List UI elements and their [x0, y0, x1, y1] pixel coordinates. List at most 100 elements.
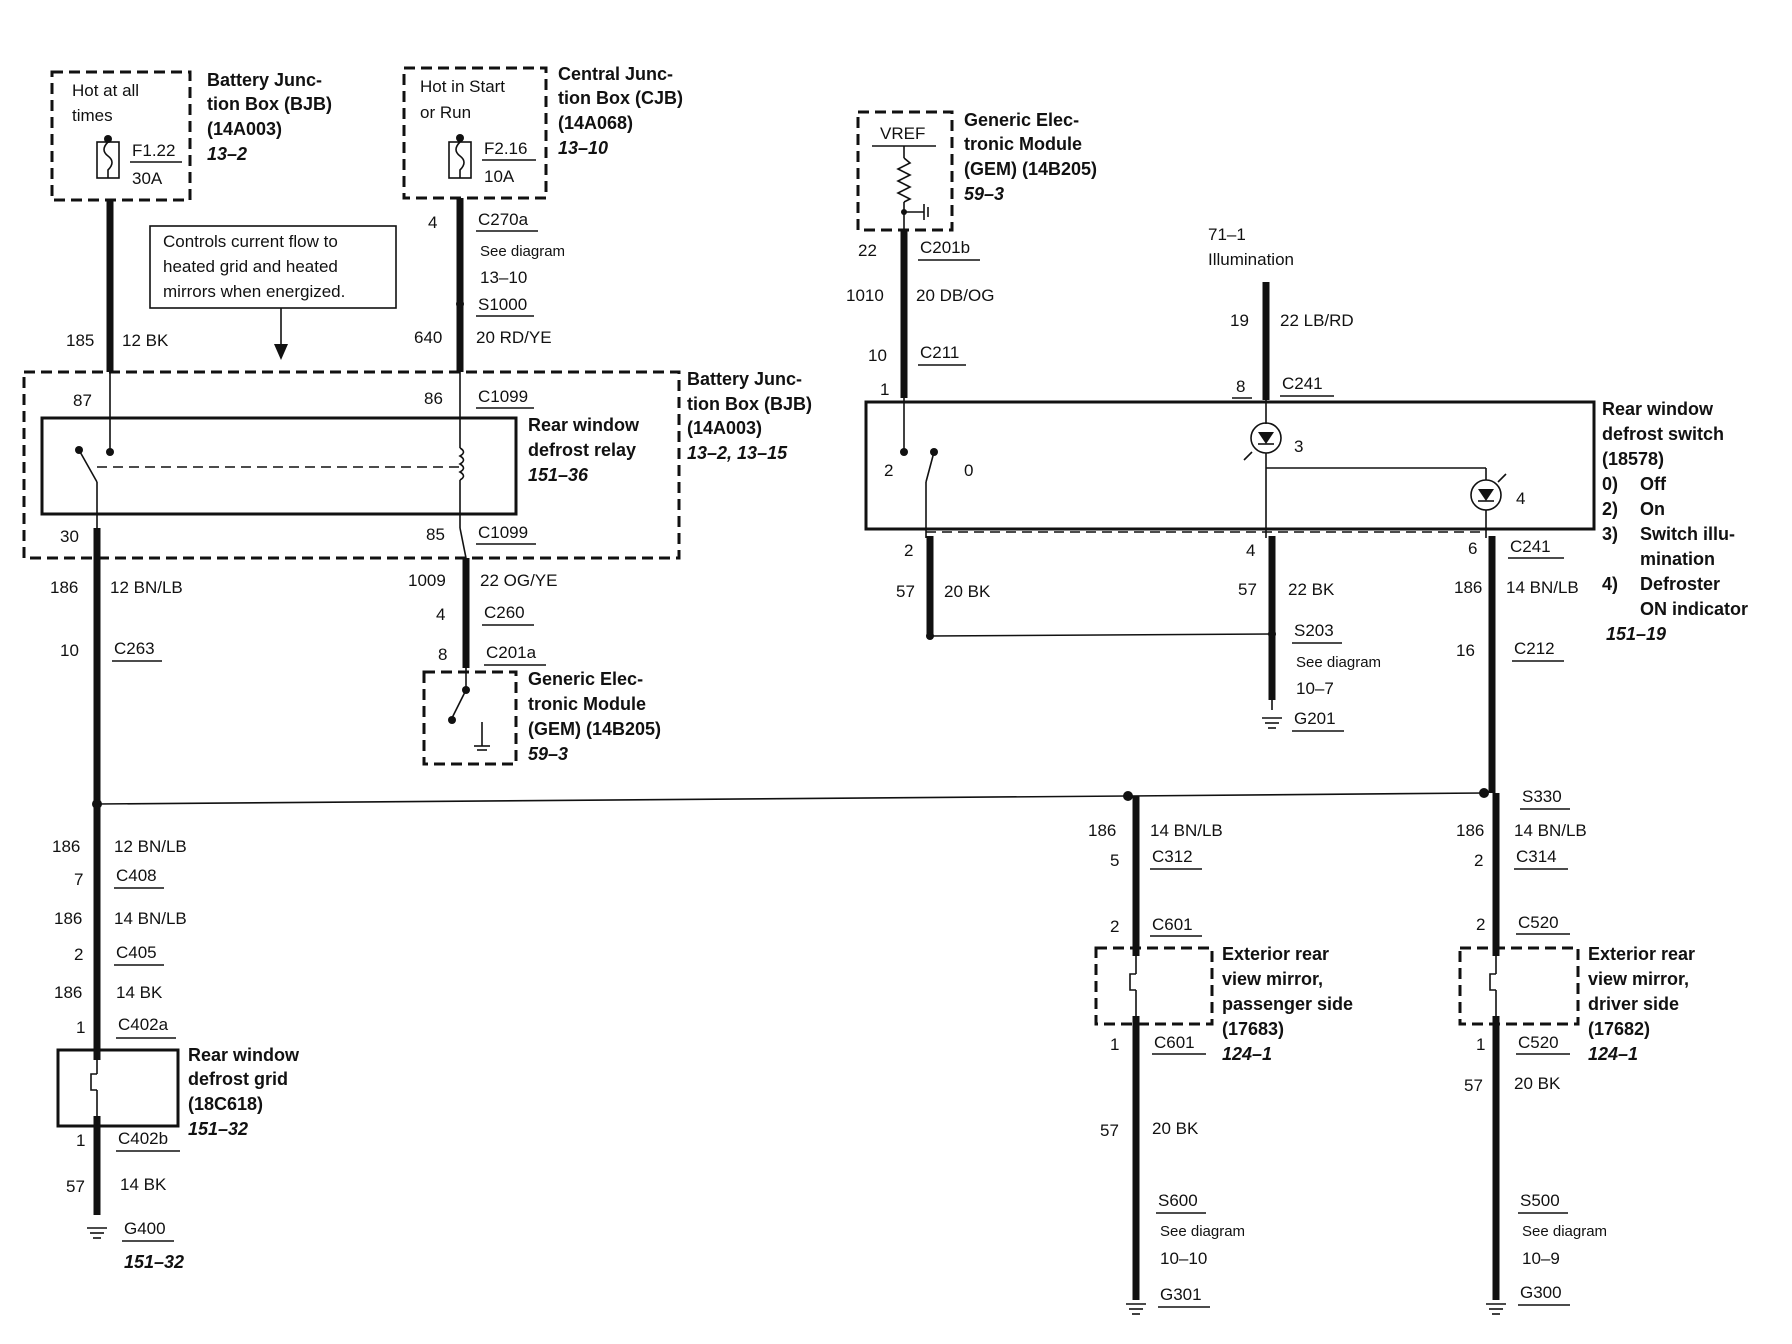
- fuse2-amp: 10A: [484, 167, 515, 186]
- col4-see-ref: 10–10: [1160, 1249, 1207, 1268]
- c520b-label: C520: [1518, 1033, 1559, 1052]
- note-line2: heated grid and heated: [163, 257, 338, 276]
- fuse2-id: F2.16: [484, 139, 527, 158]
- ground-icon: [1262, 717, 1282, 729]
- g201-see: See diagram: [1296, 654, 1381, 671]
- g201-w1-wire: 20 BK: [944, 582, 991, 601]
- c601b-label: C601: [1154, 1033, 1195, 1052]
- col4-see: See diagram: [1160, 1223, 1245, 1240]
- gem-box-bottom: [422, 670, 518, 766]
- note-line1: Controls current flow to: [163, 232, 338, 251]
- grid-title-2: defrost grid: [188, 1069, 288, 1089]
- c520-pin: 2: [1476, 915, 1485, 934]
- c263-label: C263: [114, 639, 155, 658]
- splice-s330: [1479, 788, 1489, 798]
- c312-label: C312: [1152, 847, 1193, 866]
- col5-see: See diagram: [1522, 1223, 1607, 1240]
- relay-pin-85: 85: [426, 525, 445, 544]
- col2-w2-wire: 22 OG/YE: [480, 571, 557, 590]
- col5-mirror-1: Exterior rear: [1588, 944, 1695, 964]
- fuse1-title-3: (14A003): [207, 119, 282, 139]
- col5-w1-wire: 14 BN/LB: [1506, 578, 1579, 597]
- col1-w6-wire: 14 BK: [120, 1175, 167, 1194]
- g201-w2-ckt: 57: [1238, 580, 1257, 599]
- c212-label: C212: [1514, 639, 1555, 658]
- legend-2-key: 3): [1602, 524, 1618, 544]
- c201a-pin: 8: [438, 645, 447, 664]
- col1-w4-wire: 14 BN/LB: [114, 909, 187, 928]
- switch-bot-pin4: 4: [1246, 541, 1255, 560]
- g300-label: G300: [1520, 1283, 1562, 1302]
- c402a-pin: 1: [76, 1018, 85, 1037]
- legend-4-key: 4): [1602, 574, 1618, 594]
- c1099-bot: C1099: [478, 523, 528, 542]
- relay-title-2: defrost relay: [528, 440, 636, 460]
- note-line3: mirrors when energized.: [163, 282, 345, 301]
- fuse1-hot-line2: times: [72, 106, 113, 125]
- switch-pin1: 1: [880, 380, 889, 399]
- col5-see-ref: 10–9: [1522, 1249, 1560, 1268]
- c402a-label: C402a: [118, 1015, 169, 1034]
- gem-bot-title-1: Generic Elec-: [528, 669, 643, 689]
- defrost-switch-box: [864, 400, 1596, 531]
- ground-icon: [1126, 1303, 1146, 1315]
- c201b-label: C201b: [920, 238, 970, 257]
- gem-top-title-1: Generic Elec-: [964, 110, 1079, 130]
- bus-line-right: [1127, 792, 1485, 797]
- gem-top-w-wire: 20 DB/OG: [916, 286, 994, 305]
- fuse2-title-2: tion Box (CJB): [558, 88, 683, 108]
- col4-mirror-1: Exterior rear: [1222, 944, 1329, 964]
- col1-w3-wire: 12 BN/LB: [114, 837, 187, 856]
- col4-w1-ckt: 186: [1088, 821, 1116, 840]
- c211-label: C211: [920, 343, 959, 362]
- g400-label: G400: [124, 1219, 166, 1238]
- fuse2-title-3: (14A068): [558, 113, 633, 133]
- c402b-pin: 1: [76, 1131, 85, 1150]
- c1099-top: C1099: [478, 387, 528, 406]
- grid-title-1: Rear window: [188, 1045, 300, 1065]
- ground-icon: [87, 1227, 107, 1239]
- c260-label: C260: [484, 603, 525, 622]
- col2-w1-wire: 20 RD/YE: [476, 328, 552, 347]
- col2-see: See diagram: [480, 243, 565, 260]
- cjb-fuse-box: [402, 66, 548, 200]
- switch-title-1: Rear window: [1602, 399, 1714, 419]
- s330-label: S330: [1522, 787, 1562, 806]
- relay-bjb-box: [22, 370, 681, 560]
- relay-bjb-title-3: (14A003): [687, 418, 762, 438]
- col4-mirror-3: passenger side: [1222, 994, 1353, 1014]
- fuse2-hot-line2: or Run: [420, 103, 471, 122]
- relay-bjb-ref: 13–2, 13–15: [687, 443, 788, 463]
- col4-mirror-ref: 124–1: [1222, 1044, 1272, 1064]
- illum-w-wire: 22 LB/RD: [1280, 311, 1354, 330]
- legend-5-val: ON indicator: [1640, 599, 1748, 619]
- col1-w1-wire: 12 BK: [122, 331, 169, 350]
- col4-w2-ckt: 57: [1100, 1121, 1119, 1140]
- relay-bjb-title-2: tion Box (BJB): [687, 394, 812, 414]
- col5-mirror-3: driver side: [1588, 994, 1679, 1014]
- col1-w4-ckt: 186: [54, 909, 82, 928]
- ground-icon: [1486, 1303, 1506, 1315]
- c263-pin: 10: [60, 641, 79, 660]
- c212-pin: 16: [1456, 641, 1475, 660]
- driver-mirror-box: [1458, 946, 1580, 1026]
- switch-bot-pin2: 2: [904, 541, 913, 560]
- gem-bot-ref: 59–3: [528, 744, 568, 764]
- col5-w3-ckt: 57: [1464, 1076, 1483, 1095]
- relay-ref: 151–36: [528, 465, 589, 485]
- c241-bot: C241: [1510, 537, 1551, 556]
- defrost-relay-box: [40, 416, 518, 516]
- defrost-grid-box: [56, 1048, 180, 1128]
- fuse2-hot-line1: Hot in Start: [420, 77, 505, 96]
- c314-pin: 2: [1474, 851, 1483, 870]
- legend-0-val: Off: [1640, 474, 1667, 494]
- col5-mirror-2: view mirror,: [1588, 969, 1689, 989]
- relay-coil-icon: [458, 447, 465, 481]
- c270a-label: C270a: [478, 210, 529, 229]
- fuse1-id: F1.22: [132, 141, 175, 160]
- c241-top: C241: [1282, 374, 1323, 393]
- c211-pin: 10: [868, 346, 887, 365]
- gem-switch-contact: [451, 689, 467, 719]
- c402b-label: C402b: [118, 1129, 168, 1148]
